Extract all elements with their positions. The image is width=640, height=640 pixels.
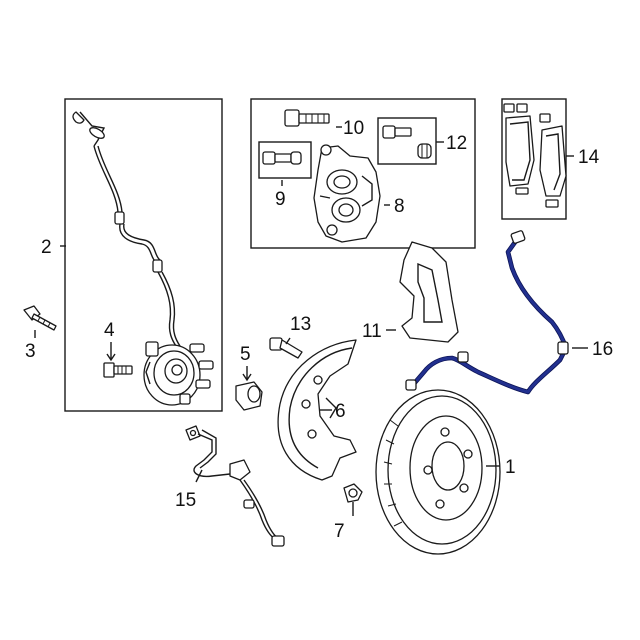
group-box-pads bbox=[501, 98, 567, 220]
callout-3: 3 bbox=[25, 341, 36, 362]
part-13-bolt bbox=[269, 337, 303, 359]
part-12-pin-and-boot bbox=[382, 125, 432, 159]
part-5-bushing bbox=[235, 381, 263, 411]
callout-4: 4 bbox=[104, 320, 115, 341]
hub-bolt bbox=[103, 362, 133, 378]
brake-caliper bbox=[313, 144, 381, 243]
callout-14: 14 bbox=[578, 147, 600, 168]
callout-10: 10 bbox=[343, 118, 364, 139]
brake-hose-16 bbox=[405, 230, 569, 395]
brake-rotor bbox=[375, 389, 501, 555]
caliper-anchor-bracket bbox=[399, 241, 459, 343]
leader-lines bbox=[34, 126, 588, 516]
sub-box-bolts bbox=[377, 117, 437, 165]
splash-shield bbox=[277, 339, 357, 481]
callout-7: 7 bbox=[334, 521, 345, 542]
callout-2: 2 bbox=[41, 237, 52, 258]
callout-13: 13 bbox=[290, 314, 311, 335]
part-9-guide-pin bbox=[262, 151, 302, 165]
callout-11: 11 bbox=[362, 321, 382, 342]
brake-pads bbox=[503, 103, 567, 208]
group-box-hub-sensor bbox=[64, 98, 223, 412]
part-10-bolt bbox=[284, 109, 330, 127]
part-7-bolt bbox=[343, 483, 363, 503]
callout-8: 8 bbox=[394, 196, 405, 217]
part-3-bolt bbox=[23, 305, 57, 331]
group-box-caliper bbox=[250, 98, 476, 249]
callout-16: 16 bbox=[592, 339, 613, 360]
callout-5: 5 bbox=[240, 344, 251, 365]
callout-6: 6 bbox=[335, 401, 346, 422]
callout-1: 1 bbox=[505, 457, 516, 478]
callout-12: 12 bbox=[446, 133, 467, 154]
callout-9: 9 bbox=[275, 189, 286, 210]
wheel-hub-assembly bbox=[143, 341, 214, 406]
callout-15: 15 bbox=[175, 490, 196, 511]
abs-sensor-wire bbox=[72, 111, 181, 347]
wheel-speed-sensor bbox=[185, 425, 285, 547]
sub-box-pins bbox=[258, 141, 312, 179]
